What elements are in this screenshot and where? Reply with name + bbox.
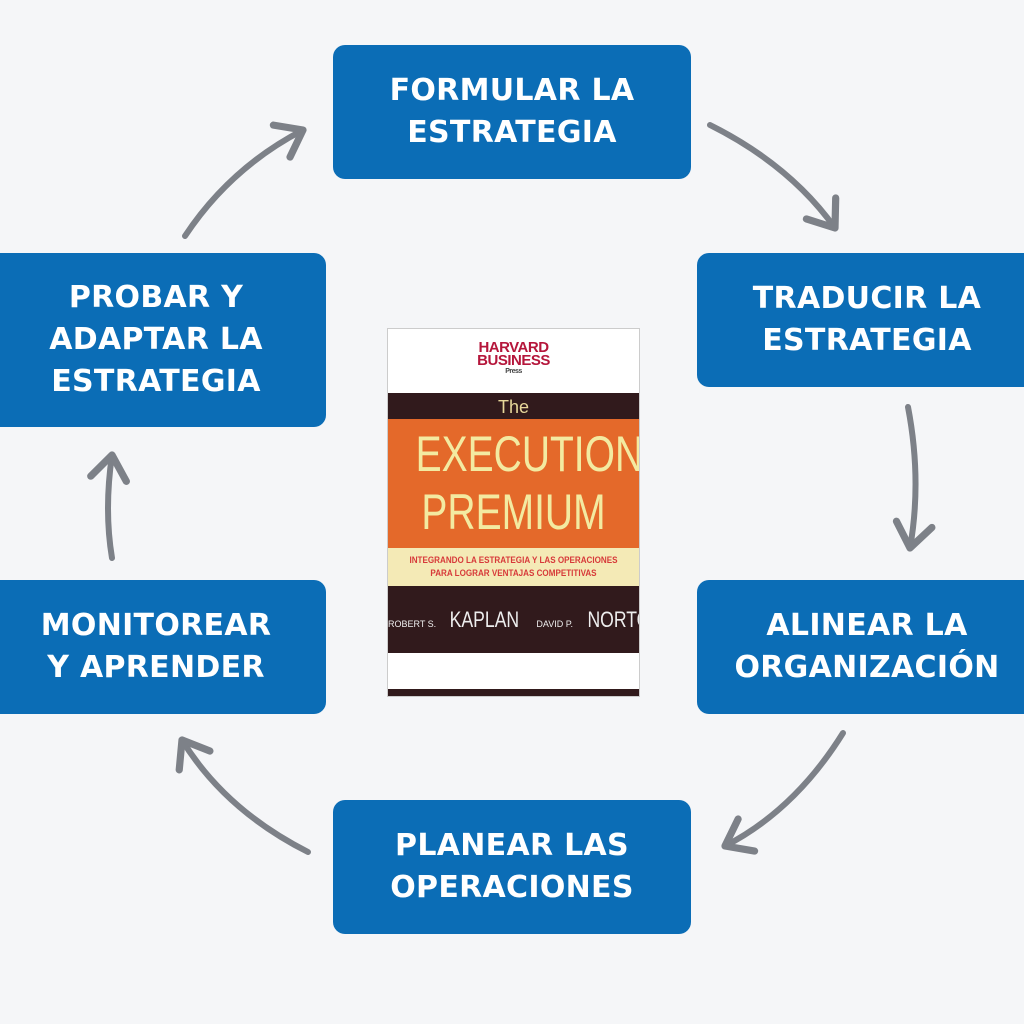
step-label: FORMULAR LA — [389, 73, 635, 108]
step-alinear-organizacion: ALINEAR LA ORGANIZACIÓN — [697, 580, 1024, 714]
step-label: ESTRATEGIA — [51, 364, 261, 399]
book-bottom-band — [388, 689, 639, 696]
step-monitorear-aprender: MONITOREAR Y APRENDER — [0, 580, 326, 714]
arrow-planear-to-monitorear — [175, 736, 311, 855]
step-formular-estrategia: FORMULAR LA ESTRATEGIA — [333, 45, 691, 179]
book-subtitle: INTEGRANDO LA ESTRATEGIA Y LAS OPERACION… — [388, 548, 639, 586]
step-label: OPERACIONES — [390, 870, 634, 905]
step-label: MONITOREAR — [40, 608, 272, 643]
step-label: ESTRATEGIA — [407, 115, 617, 150]
book-authors: ROBERT S. KAPLAN DAVID P. NORTON — [388, 586, 639, 653]
step-label: TRADUCIR LA — [752, 281, 982, 316]
step-planear-operaciones: PLANEAR LAS OPERACIONES — [333, 800, 691, 934]
step-probar-adaptar: PROBAR Y ADAPTAR LA ESTRATEGIA — [0, 253, 326, 427]
step-label: ORGANIZACIÓN — [734, 650, 1000, 685]
step-label: ADAPTAR LA — [49, 322, 263, 357]
step-label: PROBAR Y — [68, 280, 244, 315]
step-label: ALINEAR LA — [766, 608, 968, 643]
book-the: The — [388, 393, 639, 419]
step-label: ESTRATEGIA — [762, 323, 972, 358]
arrow-monitorear-to-probar — [87, 451, 130, 561]
arrow-formular-to-traducir — [707, 122, 840, 232]
arrow-traducir-to-alinear — [892, 404, 936, 552]
arrow-alinear-to-planear — [721, 730, 846, 855]
step-label: PLANEAR LAS — [395, 828, 629, 863]
step-traducir-estrategia: TRADUCIR LA ESTRATEGIA — [697, 253, 1024, 387]
arrow-probar-to-formular — [182, 121, 307, 239]
step-label: Y APRENDER — [47, 650, 265, 685]
